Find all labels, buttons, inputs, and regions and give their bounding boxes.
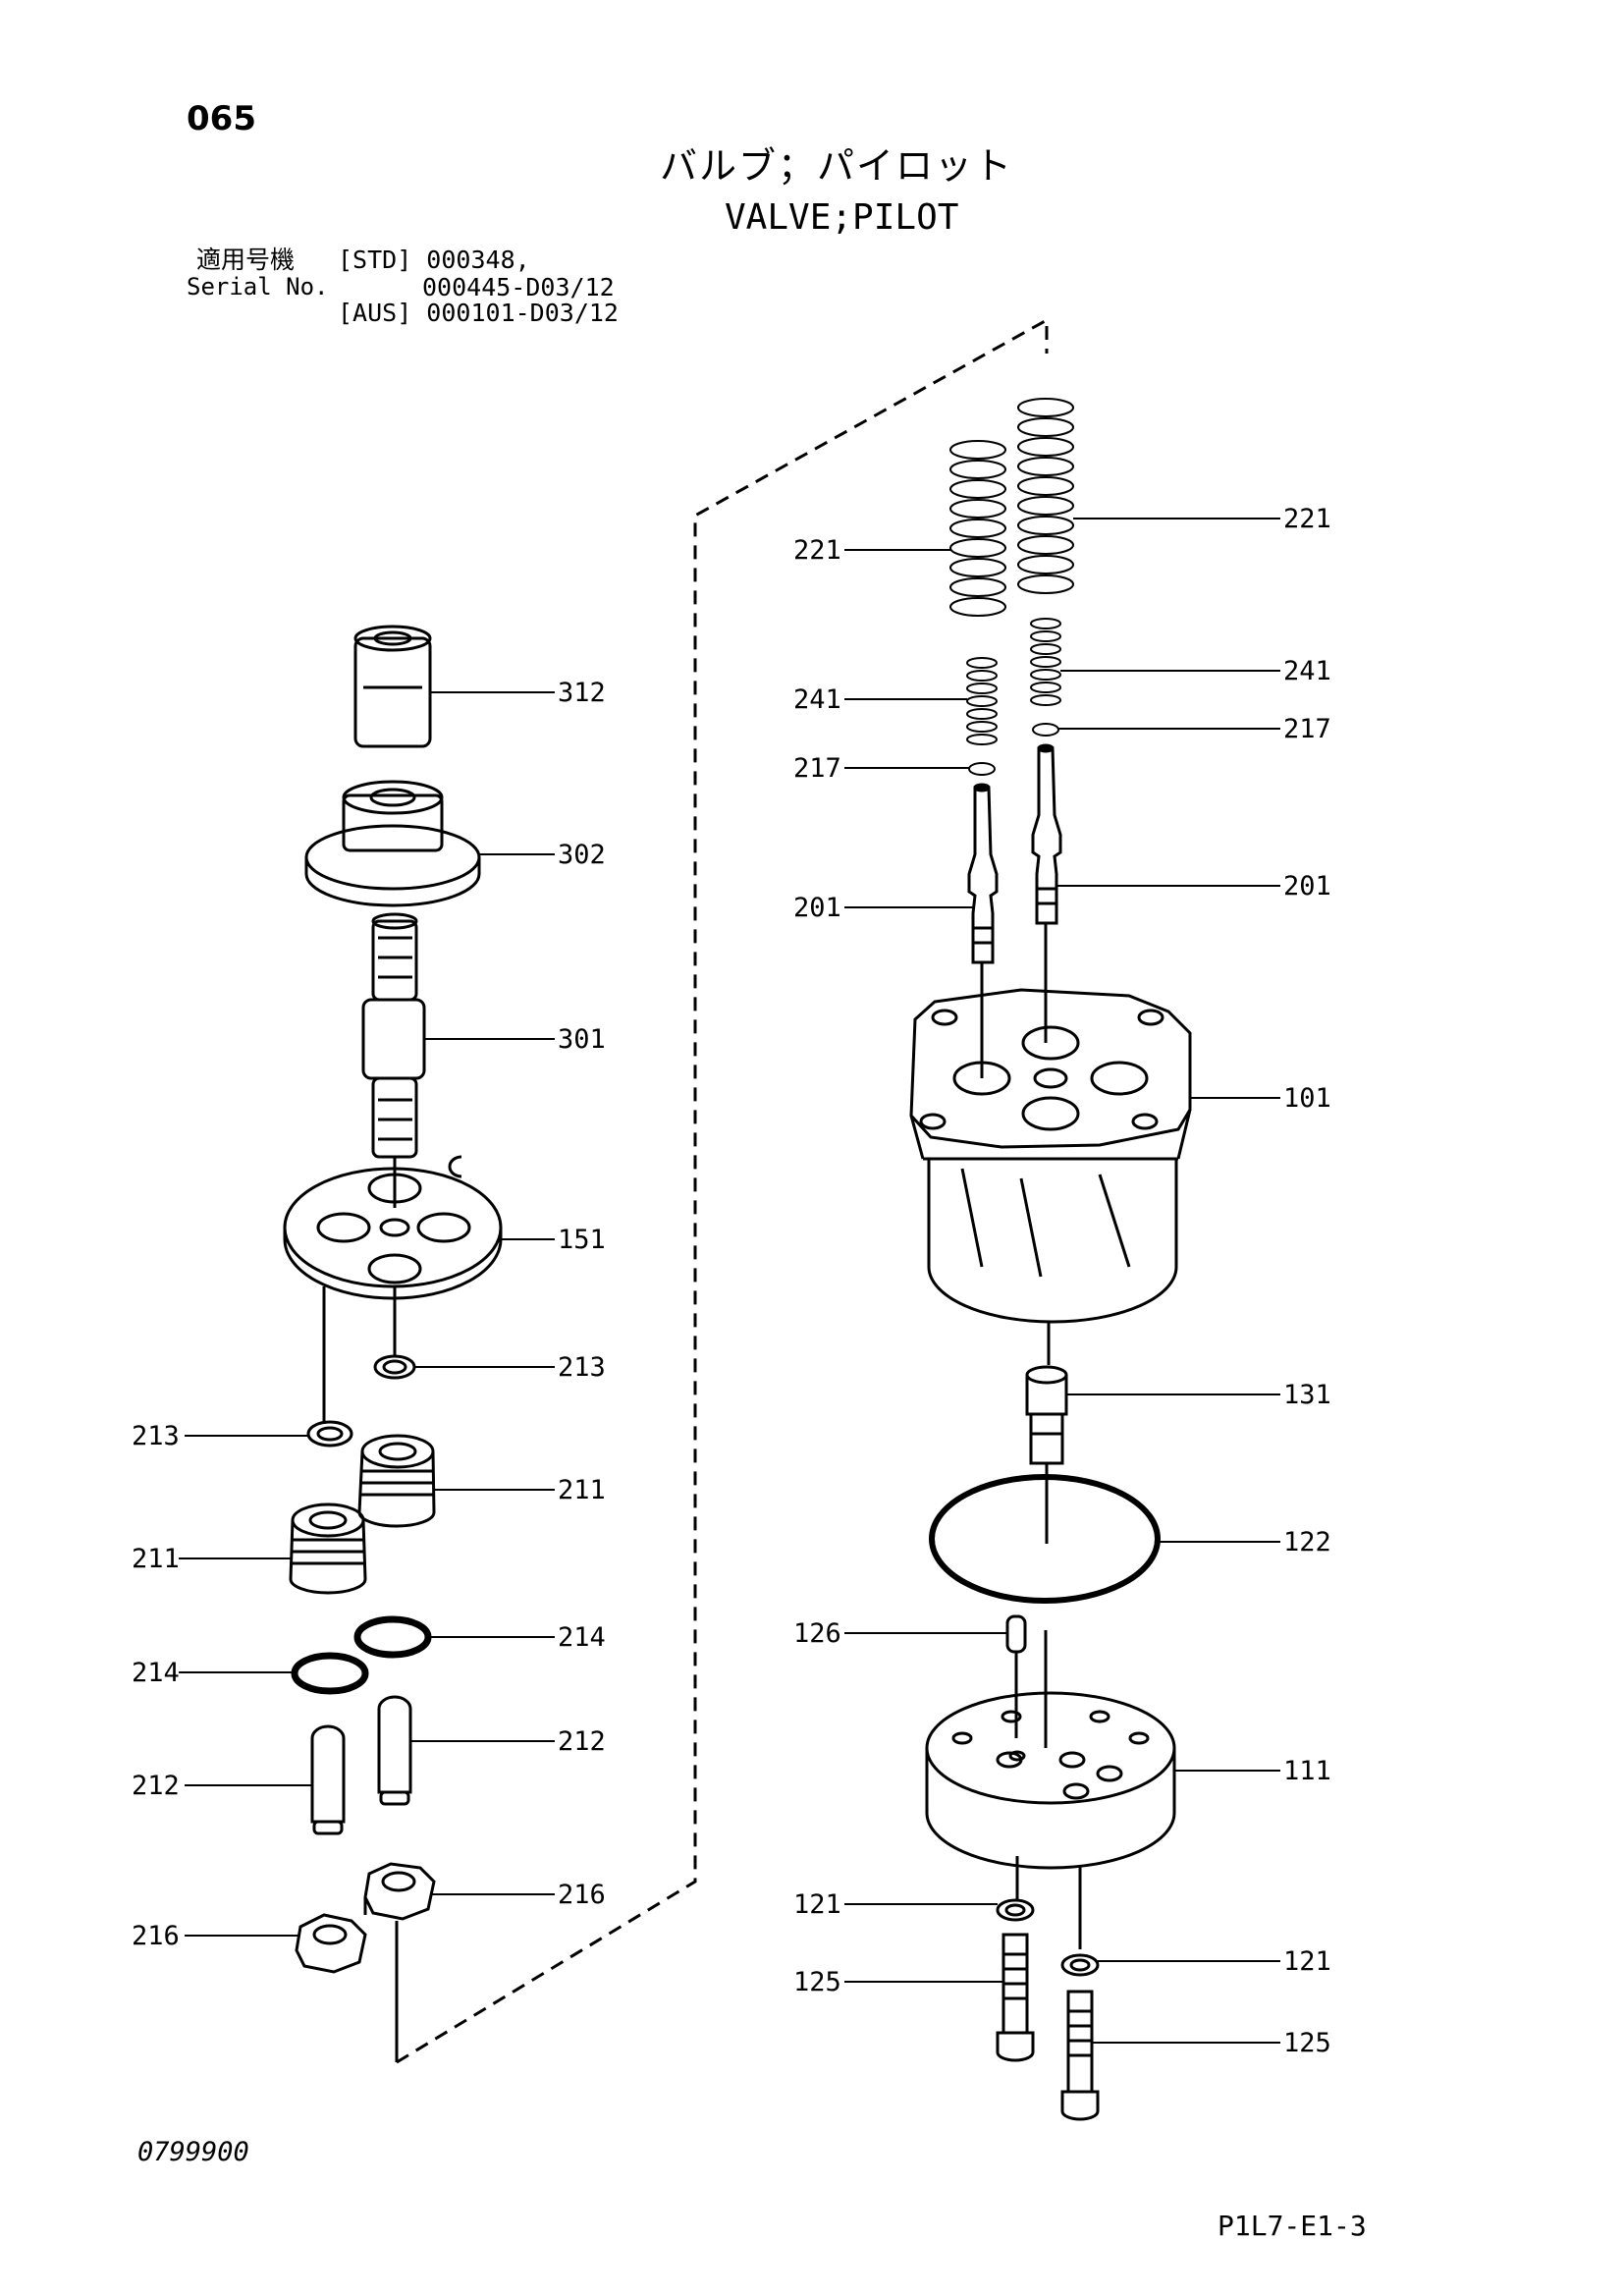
part-122-oring <box>929 1474 1161 1604</box>
part-131-plunger <box>1025 1365 1068 1465</box>
drawing-code: 0799900 <box>137 2137 249 2167</box>
callout-121-left: 121 <box>793 1889 841 1920</box>
sheet-code: P1L7-E1-3 <box>1218 2210 1367 2242</box>
part-211-plug-left <box>289 1503 367 1595</box>
callout-221-right: 221 <box>1283 504 1331 534</box>
callout-131: 131 <box>1283 1380 1331 1410</box>
part-221-spring-right <box>1017 398 1074 594</box>
part-221-spring-left <box>949 440 1006 617</box>
part-201-spool-left <box>967 783 999 964</box>
page-number: 065 <box>187 99 256 138</box>
part-111-cover <box>925 1691 1176 1870</box>
callout-212-right: 212 <box>558 1726 606 1757</box>
callout-214-left: 214 <box>132 1658 180 1688</box>
callout-214-right: 214 <box>558 1622 606 1653</box>
callout-211-left: 211 <box>132 1544 180 1574</box>
callout-201-left: 201 <box>793 893 841 923</box>
callout-121-right: 121 <box>1283 1946 1331 1977</box>
callout-211-right: 211 <box>558 1475 606 1505</box>
part-217-ring-left <box>968 762 996 776</box>
part-241-spring-left <box>966 657 998 745</box>
callout-212-left: 212 <box>132 1771 180 1801</box>
part-214-oring-left <box>291 1652 369 1695</box>
callout-302: 302 <box>558 840 606 870</box>
part-214-oring-right <box>353 1615 432 1659</box>
serial-aus-line: [AUS] 000101-D03/12 <box>338 299 619 327</box>
part-125-bolt-left <box>996 1933 1035 2062</box>
callout-216-right: 216 <box>558 1880 606 1910</box>
callout-312: 312 <box>558 678 606 708</box>
part-241-spring-right <box>1030 618 1061 706</box>
callout-201-right: 201 <box>1283 871 1331 902</box>
callout-labels: 312 302 301 151 213 213 211 211 214 214 … <box>132 504 1331 2058</box>
callout-111: 111 <box>1283 1756 1331 1786</box>
part-125-bolt-right <box>1060 1990 1100 2121</box>
callout-301: 301 <box>558 1024 606 1055</box>
assembly-outline-dashed <box>396 317 1049 2064</box>
part-312-nut <box>353 625 432 748</box>
part-213-seal-left <box>306 1420 353 1448</box>
callout-216-left: 216 <box>132 1921 180 1951</box>
callout-217-left: 217 <box>793 753 841 784</box>
callout-217-right: 217 <box>1283 714 1331 744</box>
serial-std-line: [STD] 000348, <box>338 246 530 274</box>
part-121-washer-right <box>1060 1953 1100 1977</box>
part-216-nut-left <box>295 1913 367 1974</box>
part-151-plate <box>283 1155 503 1300</box>
part-212-pin-right <box>377 1695 412 1806</box>
part-302-plate <box>304 780 481 907</box>
callout-122: 122 <box>1283 1527 1331 1557</box>
part-211-plug-right <box>357 1434 436 1528</box>
part-213-seal-right <box>373 1354 416 1380</box>
callout-101: 101 <box>1283 1083 1331 1114</box>
part-121-washer-left <box>996 1898 1035 1922</box>
part-301-joint <box>361 912 426 1208</box>
part-216-nut-right <box>363 1862 436 1921</box>
serial-label-japanese: 適用号機 <box>196 246 296 274</box>
part-212-pin-left <box>310 1724 346 1835</box>
callout-125-left: 125 <box>793 1967 841 1997</box>
callout-151: 151 <box>558 1225 606 1255</box>
callout-213-left: 213 <box>132 1421 180 1451</box>
part-217-ring-right <box>1032 723 1059 737</box>
callout-126: 126 <box>793 1618 841 1649</box>
callout-213-right: 213 <box>558 1352 606 1383</box>
part-101-casing <box>909 988 1192 1324</box>
leader-lines <box>179 518 1280 2044</box>
serial-std-line-2: 000445-D03/12 <box>422 273 615 301</box>
title-japanese: バルブ；パイロット <box>660 144 1014 188</box>
callout-241-left: 241 <box>793 684 841 715</box>
callout-241-right: 241 <box>1283 656 1331 686</box>
part-201-spool-right <box>1031 743 1062 925</box>
callout-125-right: 125 <box>1283 2028 1331 2058</box>
serial-label-english: Serial No. <box>187 273 329 301</box>
callout-221-left: 221 <box>793 535 841 566</box>
title-english: VALVE;PILOT <box>725 197 959 238</box>
